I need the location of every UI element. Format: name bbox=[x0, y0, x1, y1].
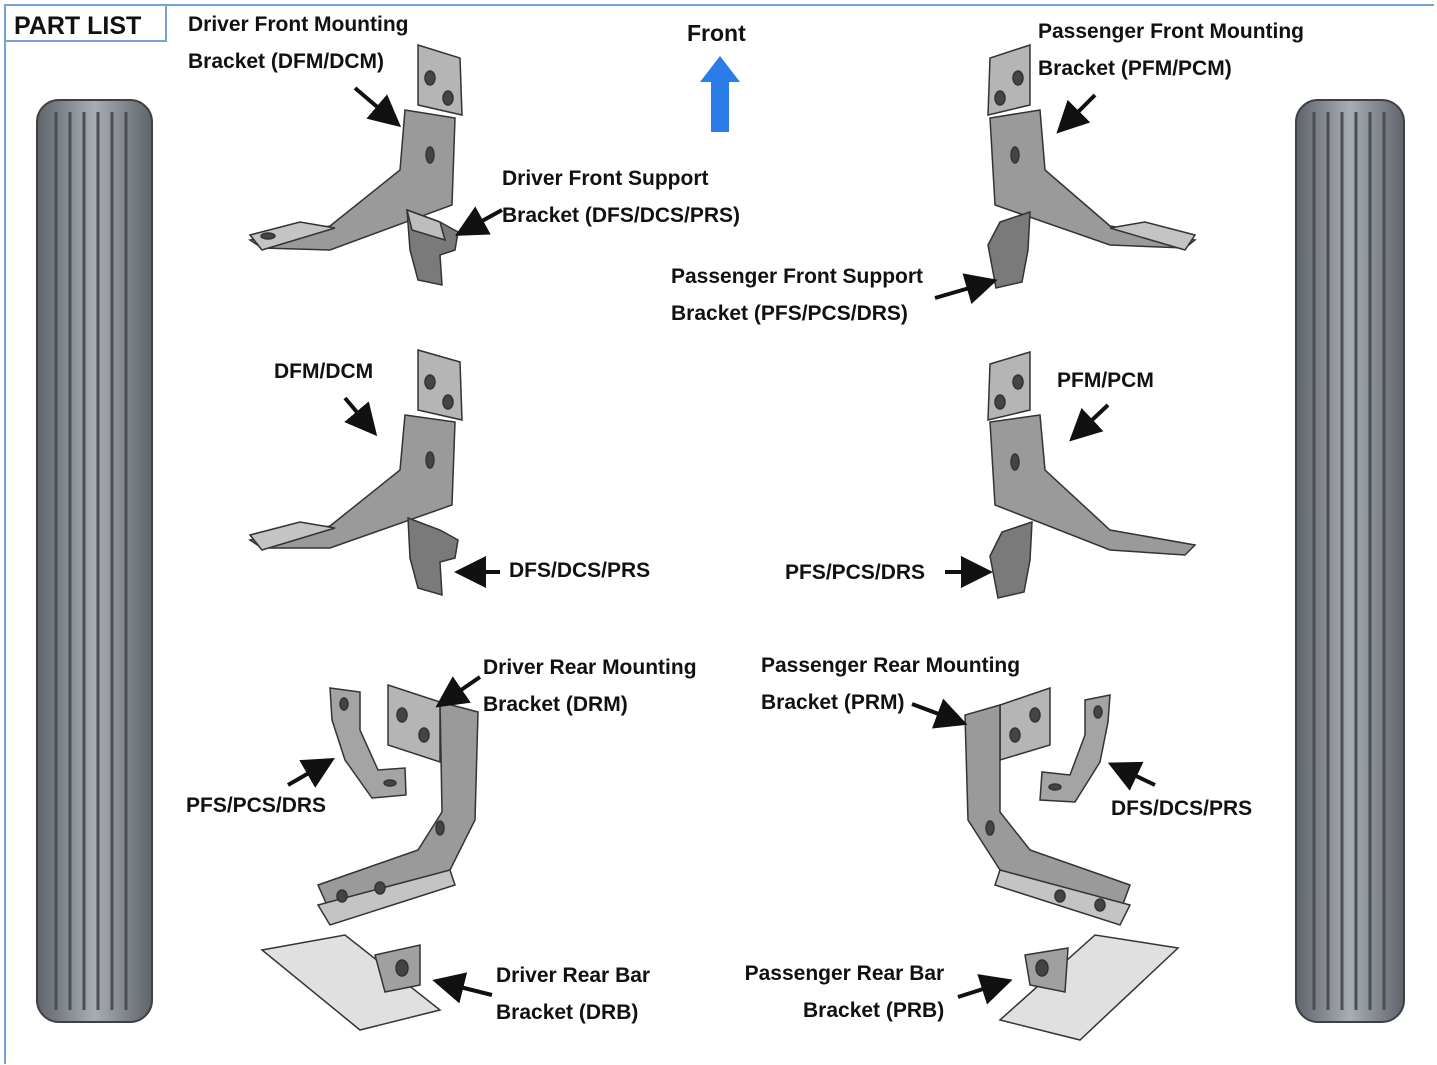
dfs-bracket-top bbox=[405, 208, 459, 286]
dfs-bracket-middle bbox=[407, 516, 459, 597]
prb-label: Passenger Rear Bar Bracket (PRB) bbox=[741, 955, 945, 1029]
pfm-bracket-top bbox=[987, 43, 1197, 251]
pfs-rear-bracket-left bbox=[329, 687, 407, 799]
pfs-bracket-middle bbox=[989, 520, 1033, 599]
dfs-full-label: Driver Front Support Bracket (DFS/DCS/PR… bbox=[502, 160, 740, 234]
dfs-short-label: DFS/DCS/PRS bbox=[509, 559, 651, 582]
drb-bracket bbox=[260, 934, 442, 1031]
dfm-bracket-middle bbox=[248, 349, 463, 551]
pfm-full-line1: Passenger Front Mounting bbox=[1038, 20, 1305, 43]
pfm-bracket-middle bbox=[987, 350, 1197, 556]
drm-label: Driver Rear Mounting Bracket (DRM) bbox=[483, 649, 697, 723]
drm-line1: Driver Rear Mounting bbox=[483, 656, 697, 679]
prm-bracket bbox=[964, 686, 1132, 926]
pfs-full-line1: Passenger Front Support bbox=[671, 265, 924, 288]
pfs-full-line2: Bracket (PFS/PCS/DRS) bbox=[671, 302, 908, 325]
dfm-full-line2: Bracket (DFM/DCM) bbox=[188, 50, 385, 73]
prm-line1: Passenger Rear Mounting bbox=[761, 654, 1021, 677]
dfm-bracket-top bbox=[248, 43, 463, 251]
diagram-frame bbox=[4, 4, 1434, 1064]
pfm-full-line2: Bracket (PFM/PCM) bbox=[1038, 57, 1232, 80]
right-running-board bbox=[1295, 99, 1405, 1023]
prb-line2: Bracket (PRB) bbox=[803, 999, 945, 1022]
prm-label: Passenger Rear Mounting Bracket (PRM) bbox=[761, 647, 1020, 721]
dfm-full-label: Driver Front Mounting Bracket (DFM/DCM) bbox=[188, 6, 408, 80]
front-arrow-icon bbox=[700, 56, 740, 132]
pfs-rear-label: PFS/PCS/DRS bbox=[186, 794, 327, 817]
prm-line2: Bracket (PRM) bbox=[761, 691, 905, 714]
dfs-rear-label: DFS/DCS/PRS bbox=[1111, 797, 1253, 820]
pfs-short-label: PFS/PCS/DRS bbox=[785, 561, 926, 584]
left-running-board bbox=[36, 99, 153, 1023]
dfs-full-line1: Driver Front Support bbox=[502, 167, 709, 190]
drm-line2: Bracket (DRM) bbox=[483, 693, 628, 716]
part-list-title: PART LIST bbox=[4, 4, 167, 42]
dfs-rear-bracket-right bbox=[1039, 694, 1111, 803]
pfm-full-label: Passenger Front Mounting Bracket (PFM/PC… bbox=[1038, 13, 1304, 87]
drb-line1: Driver Rear Bar bbox=[496, 964, 651, 987]
drm-bracket bbox=[316, 683, 479, 926]
pointer-arrows bbox=[287, 86, 1156, 1005]
dfm-full-line1: Driver Front Mounting bbox=[188, 13, 409, 36]
pfs-bracket-top bbox=[987, 210, 1031, 289]
drb-label: Driver Rear Bar Bracket (DRB) bbox=[496, 957, 650, 1031]
prb-bracket bbox=[998, 934, 1180, 1041]
front-direction-label: Front bbox=[687, 20, 746, 46]
pfm-short-label: PFM/PCM bbox=[1057, 369, 1154, 392]
dfs-full-line2: Bracket (DFS/DCS/PRS) bbox=[502, 204, 741, 227]
pfs-full-label: Passenger Front Support Bracket (PFS/PCS… bbox=[671, 258, 923, 332]
prb-line1: Passenger Rear Bar bbox=[744, 962, 945, 985]
drb-line2: Bracket (DRB) bbox=[496, 1001, 639, 1024]
dfm-short-label: DFM/DCM bbox=[274, 360, 374, 383]
